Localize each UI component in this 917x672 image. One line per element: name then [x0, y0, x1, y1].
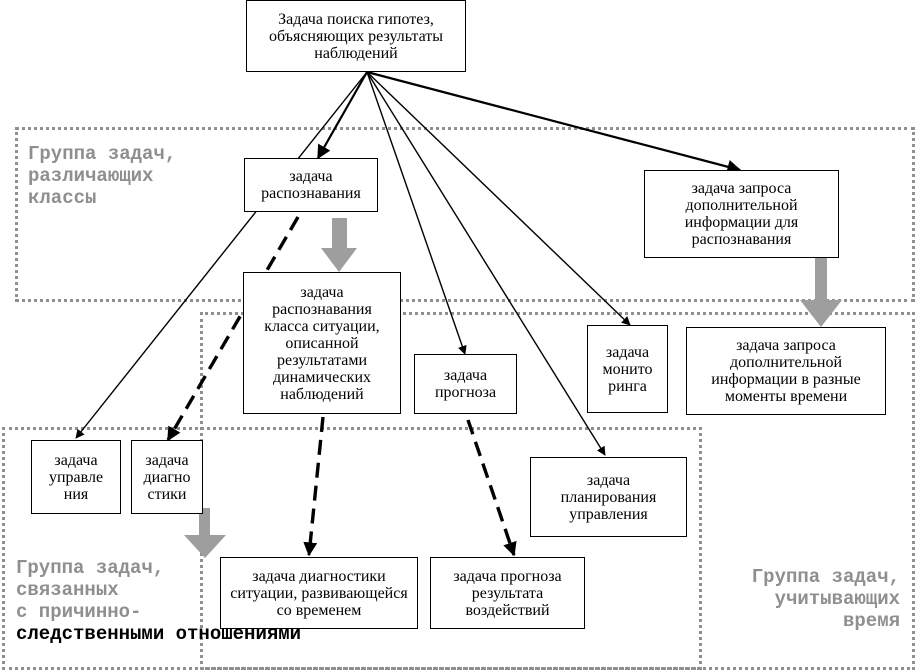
impact-forecast-task-box: задача прогноза результата воздействий	[430, 557, 585, 629]
monitoring-task-box: задача монито ринга	[587, 325, 668, 413]
arrow-root-to-recognition-query	[366, 70, 742, 174]
dashed-dynamic-to-evolving-diagnostics	[303, 416, 325, 557]
dashed-recognition-to-diagnostics	[166, 216, 300, 442]
arrow-root-to-planning	[366, 71, 606, 456]
group-label-classes: Группа задач, различающих классы	[28, 143, 177, 209]
recognition-task-box: задача распознавания	[244, 158, 378, 212]
group-frame-causal	[2, 427, 702, 670]
recognition-query-task-box: задача запроса дополнительной информации…	[644, 170, 839, 258]
forecast-task-box: задача прогноза	[414, 354, 517, 414]
group-label-time: Группа задач, учитывающих время	[751, 566, 900, 632]
group-label-causal: Группа задач, связанных с причинно- след…	[16, 557, 301, 645]
dynamic-recognition-task-box: задача распознавания класса ситуации, оп…	[243, 272, 401, 414]
evolving-diagnostics-task-box: задача диагностики ситуации, развивающей…	[220, 557, 418, 629]
dashed-forecast-to-impact-forecast	[466, 419, 517, 557]
diagnostics-task-box: задача диагно стики	[131, 440, 203, 514]
group-frame-classes	[15, 127, 915, 302]
grey-arrow-diagnostics-to-evolving	[184, 508, 226, 558]
time-query-task-box: задача запроса дополнительной информации…	[686, 327, 886, 415]
root-task-box: Задача поиска гипотез, объясняющих резул…	[246, 0, 466, 72]
group-label-causal-tail: следственными отношениями	[16, 623, 302, 645]
grey-arrow-query-to-time-query	[800, 258, 842, 327]
arrow-root-to-forecast	[366, 71, 467, 355]
control-task-box: задача управле ния	[31, 440, 121, 514]
grey-arrow-recognition-to-dynamic	[321, 218, 357, 272]
arrow-root-to-control	[75, 71, 368, 439]
arrow-root-to-monitoring	[366, 71, 631, 326]
group-label-causal-head: Группа задач, связанных с причинно-	[16, 557, 165, 623]
arrow-root-to-recognition	[317, 71, 368, 160]
planning-task-box: задача планирования управления	[530, 457, 687, 537]
